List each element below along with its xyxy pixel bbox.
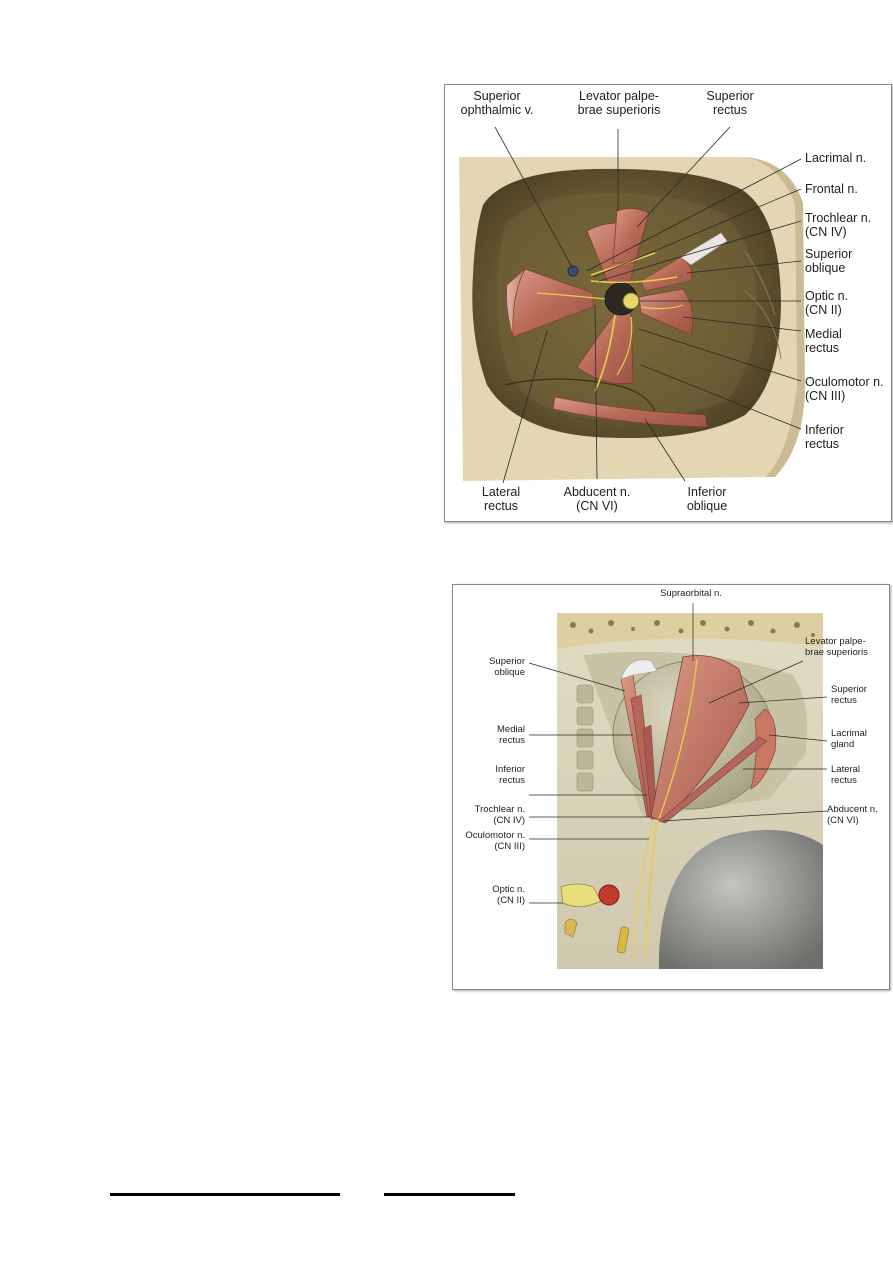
nerve-path-5 bbox=[536, 292, 606, 300]
label-supraorbital-nerve: Supraorbital n. bbox=[660, 588, 722, 599]
lateral-rectus-muscle bbox=[658, 736, 768, 824]
label-levator-palpebrae-superioris: Levator palpe- brae superioris bbox=[577, 89, 661, 118]
label-frontal-nerve: Frontal n. bbox=[805, 182, 858, 196]
nerve-path-6 bbox=[640, 304, 684, 310]
blank-underline-rule bbox=[110, 1193, 340, 1196]
label-superior-oblique: Superior oblique bbox=[805, 247, 853, 276]
orbit-anterior-illustration bbox=[459, 126, 805, 484]
blank-underline-rule-short bbox=[384, 1193, 515, 1196]
nerve-path-4 bbox=[616, 316, 633, 376]
label-levator-palpebrae-superioris: Levator palpe- brae superioris bbox=[805, 636, 868, 658]
label-trochlear-nerve: Trochlear n. (CN IV) bbox=[805, 211, 872, 240]
label-optic-nerve: Optic n. (CN II) bbox=[492, 884, 525, 906]
label-superior-rectus: Superior rectus bbox=[831, 684, 867, 706]
oculomotor-nerve-stump bbox=[564, 918, 578, 938]
label-inferior-rectus: Inferior rectus bbox=[495, 764, 525, 786]
label-lateral-rectus: Lateral rectus bbox=[481, 485, 521, 514]
label-oculomotor-nerve: Oculomotor n. (CN III) bbox=[805, 375, 884, 404]
label-lacrimal-nerve: Lacrimal n. bbox=[805, 151, 867, 165]
superior-oblique-tendon bbox=[620, 659, 658, 680]
optic-nerve bbox=[622, 292, 640, 310]
orbit-muscles-anterior-view-figure: Superior ophthalmic v. Levator palpe- br… bbox=[444, 84, 892, 522]
nerve-to-apex-2 bbox=[632, 820, 654, 958]
label-oculomotor-nerve: Oculomotor n. (CN III) bbox=[465, 830, 525, 852]
leader-lines bbox=[494, 126, 802, 484]
internal-carotid-artery bbox=[598, 884, 620, 906]
label-superior-rectus: Superior rectus bbox=[706, 89, 754, 118]
ethmoid-cells bbox=[576, 684, 594, 792]
inferior-oblique-muscle bbox=[552, 396, 708, 428]
superior-oblique-tendon bbox=[680, 232, 728, 266]
label-trochlear-nerve: Trochlear n. (CN IV) bbox=[474, 804, 525, 826]
nerve-to-apex bbox=[643, 820, 659, 956]
leader-lines bbox=[528, 603, 828, 904]
medial-rectus-muscle bbox=[638, 288, 694, 336]
frontal-bone-section bbox=[557, 613, 823, 649]
nerve-path-2 bbox=[590, 276, 678, 284]
nerve-path-3 bbox=[594, 314, 616, 392]
optic-nerve-stump bbox=[616, 926, 630, 954]
supraorbital-nerve bbox=[658, 658, 698, 820]
inferior-rectus-muscle bbox=[576, 312, 634, 385]
levator-and-superior-rectus-muscle bbox=[650, 655, 750, 822]
label-inferior-oblique: Inferior oblique bbox=[686, 485, 728, 514]
label-abducent-nerve: Abducent n. (CN VI) bbox=[827, 804, 878, 826]
label-lateral-rectus: Lateral rectus bbox=[831, 764, 861, 786]
label-medial-rectus: Medial rectus bbox=[805, 327, 842, 356]
suture-line-2 bbox=[744, 250, 776, 316]
frontal-bone-pores bbox=[570, 620, 815, 637]
label-optic-nerve: Optic n. (CN II) bbox=[805, 289, 849, 318]
label-medial-rectus: Medial rectus bbox=[497, 724, 525, 746]
orbit-superior-illustration bbox=[528, 603, 828, 969]
label-superior-ophthalmic-vein: Superior ophthalmic v. bbox=[460, 89, 534, 118]
suture-line bbox=[744, 290, 782, 360]
superior-ophthalmic-vein bbox=[567, 265, 579, 277]
middle-cranial-fossa bbox=[659, 829, 823, 969]
label-abducent-nerve: Abducent n. (CN VI) bbox=[563, 485, 631, 514]
orbit-muscles-superior-view-figure: Supraorbital n. Levator palpe- brae supe… bbox=[452, 584, 890, 990]
label-inferior-rectus: Inferior rectus bbox=[805, 423, 844, 452]
lateral-rectus-cut bbox=[506, 268, 526, 338]
orbital-fissure-line bbox=[504, 378, 656, 412]
label-lacrimal-gland: Lacrimal gland bbox=[831, 728, 867, 750]
label-superior-oblique: Superior oblique bbox=[489, 656, 525, 678]
inferior-rectus-muscle bbox=[642, 724, 658, 820]
